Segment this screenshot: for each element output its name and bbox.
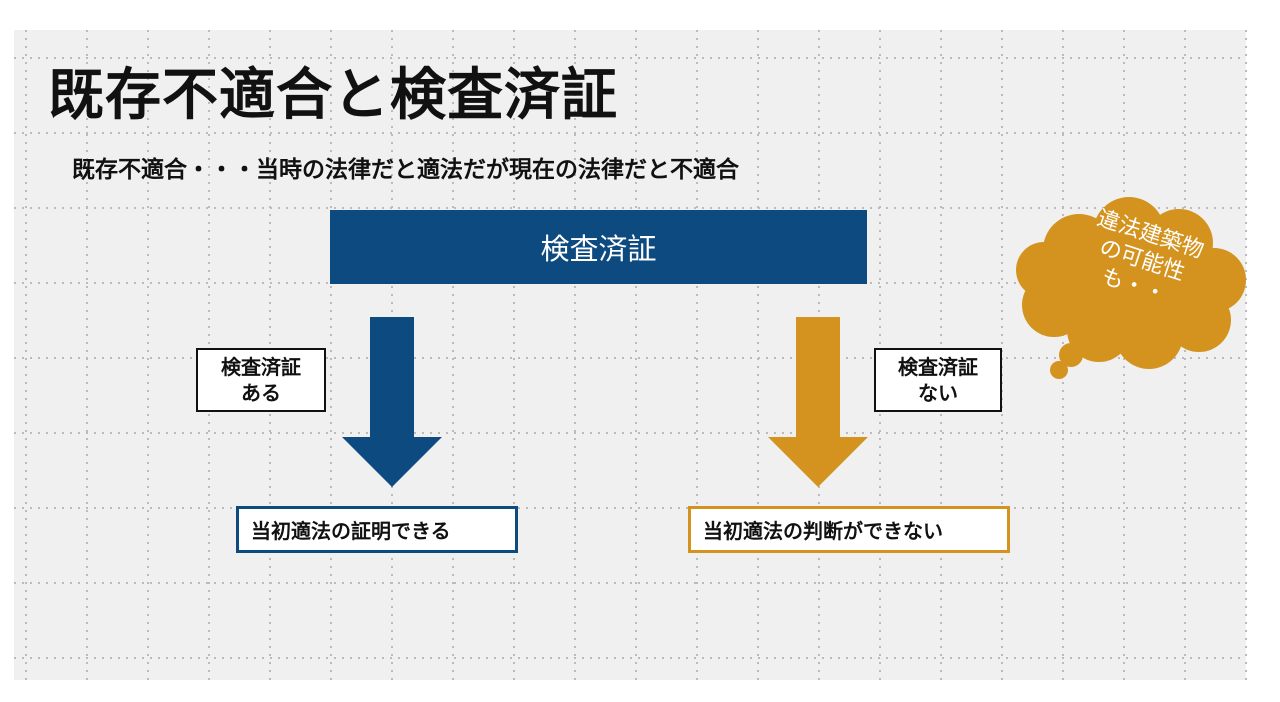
grid-line — [25, 30, 27, 680]
inspection-certificate-banner: 検査済証 — [330, 210, 867, 284]
definition-text: 既存不適合・・・当時の法律だと適法だが現在の法律だと不適合 — [72, 157, 739, 183]
grid-line — [1184, 30, 1186, 680]
grid-line — [86, 30, 88, 680]
result-provable: 当初適法の証明できる — [236, 506, 518, 553]
certificate-exists-label: 検査済証 ある — [196, 348, 326, 412]
grid-line — [147, 30, 149, 680]
grid-line — [330, 30, 332, 680]
slide: 既存不適合と検査済証 既存不適合・・・当時の法律だと適法だが現在の法律だと不適合… — [14, 30, 1247, 680]
blue-down-arrow-icon — [342, 317, 442, 487]
grid-line — [513, 30, 515, 680]
certificate-missing-label: 検査済証 ない — [874, 348, 1002, 412]
grid-line — [1001, 30, 1003, 680]
grid-line — [757, 30, 759, 680]
grid-line — [14, 207, 1246, 209]
grid-line — [14, 432, 1246, 434]
label-line: 検査済証 — [221, 355, 301, 379]
grid-line — [696, 30, 698, 680]
grid-line — [14, 57, 1246, 59]
grid-line — [452, 30, 454, 680]
slide-title: 既存不適合と検査済証 — [48, 63, 618, 128]
grid-line — [574, 30, 576, 680]
grid-line — [1245, 30, 1247, 680]
label-line: ない — [918, 381, 958, 405]
grid-line — [14, 357, 1246, 359]
grid-line — [14, 507, 1246, 509]
label-line: 検査済証 — [898, 355, 978, 379]
grid-line — [14, 132, 1246, 134]
grid-line — [14, 657, 1246, 659]
result-undeterminable: 当初適法の判断ができない — [688, 506, 1010, 553]
thought-cloud-icon — [1016, 197, 1246, 379]
grid-line — [14, 582, 1246, 584]
gold-down-arrow-icon — [768, 317, 868, 487]
grid-line — [635, 30, 637, 680]
label-line: ある — [241, 381, 281, 405]
